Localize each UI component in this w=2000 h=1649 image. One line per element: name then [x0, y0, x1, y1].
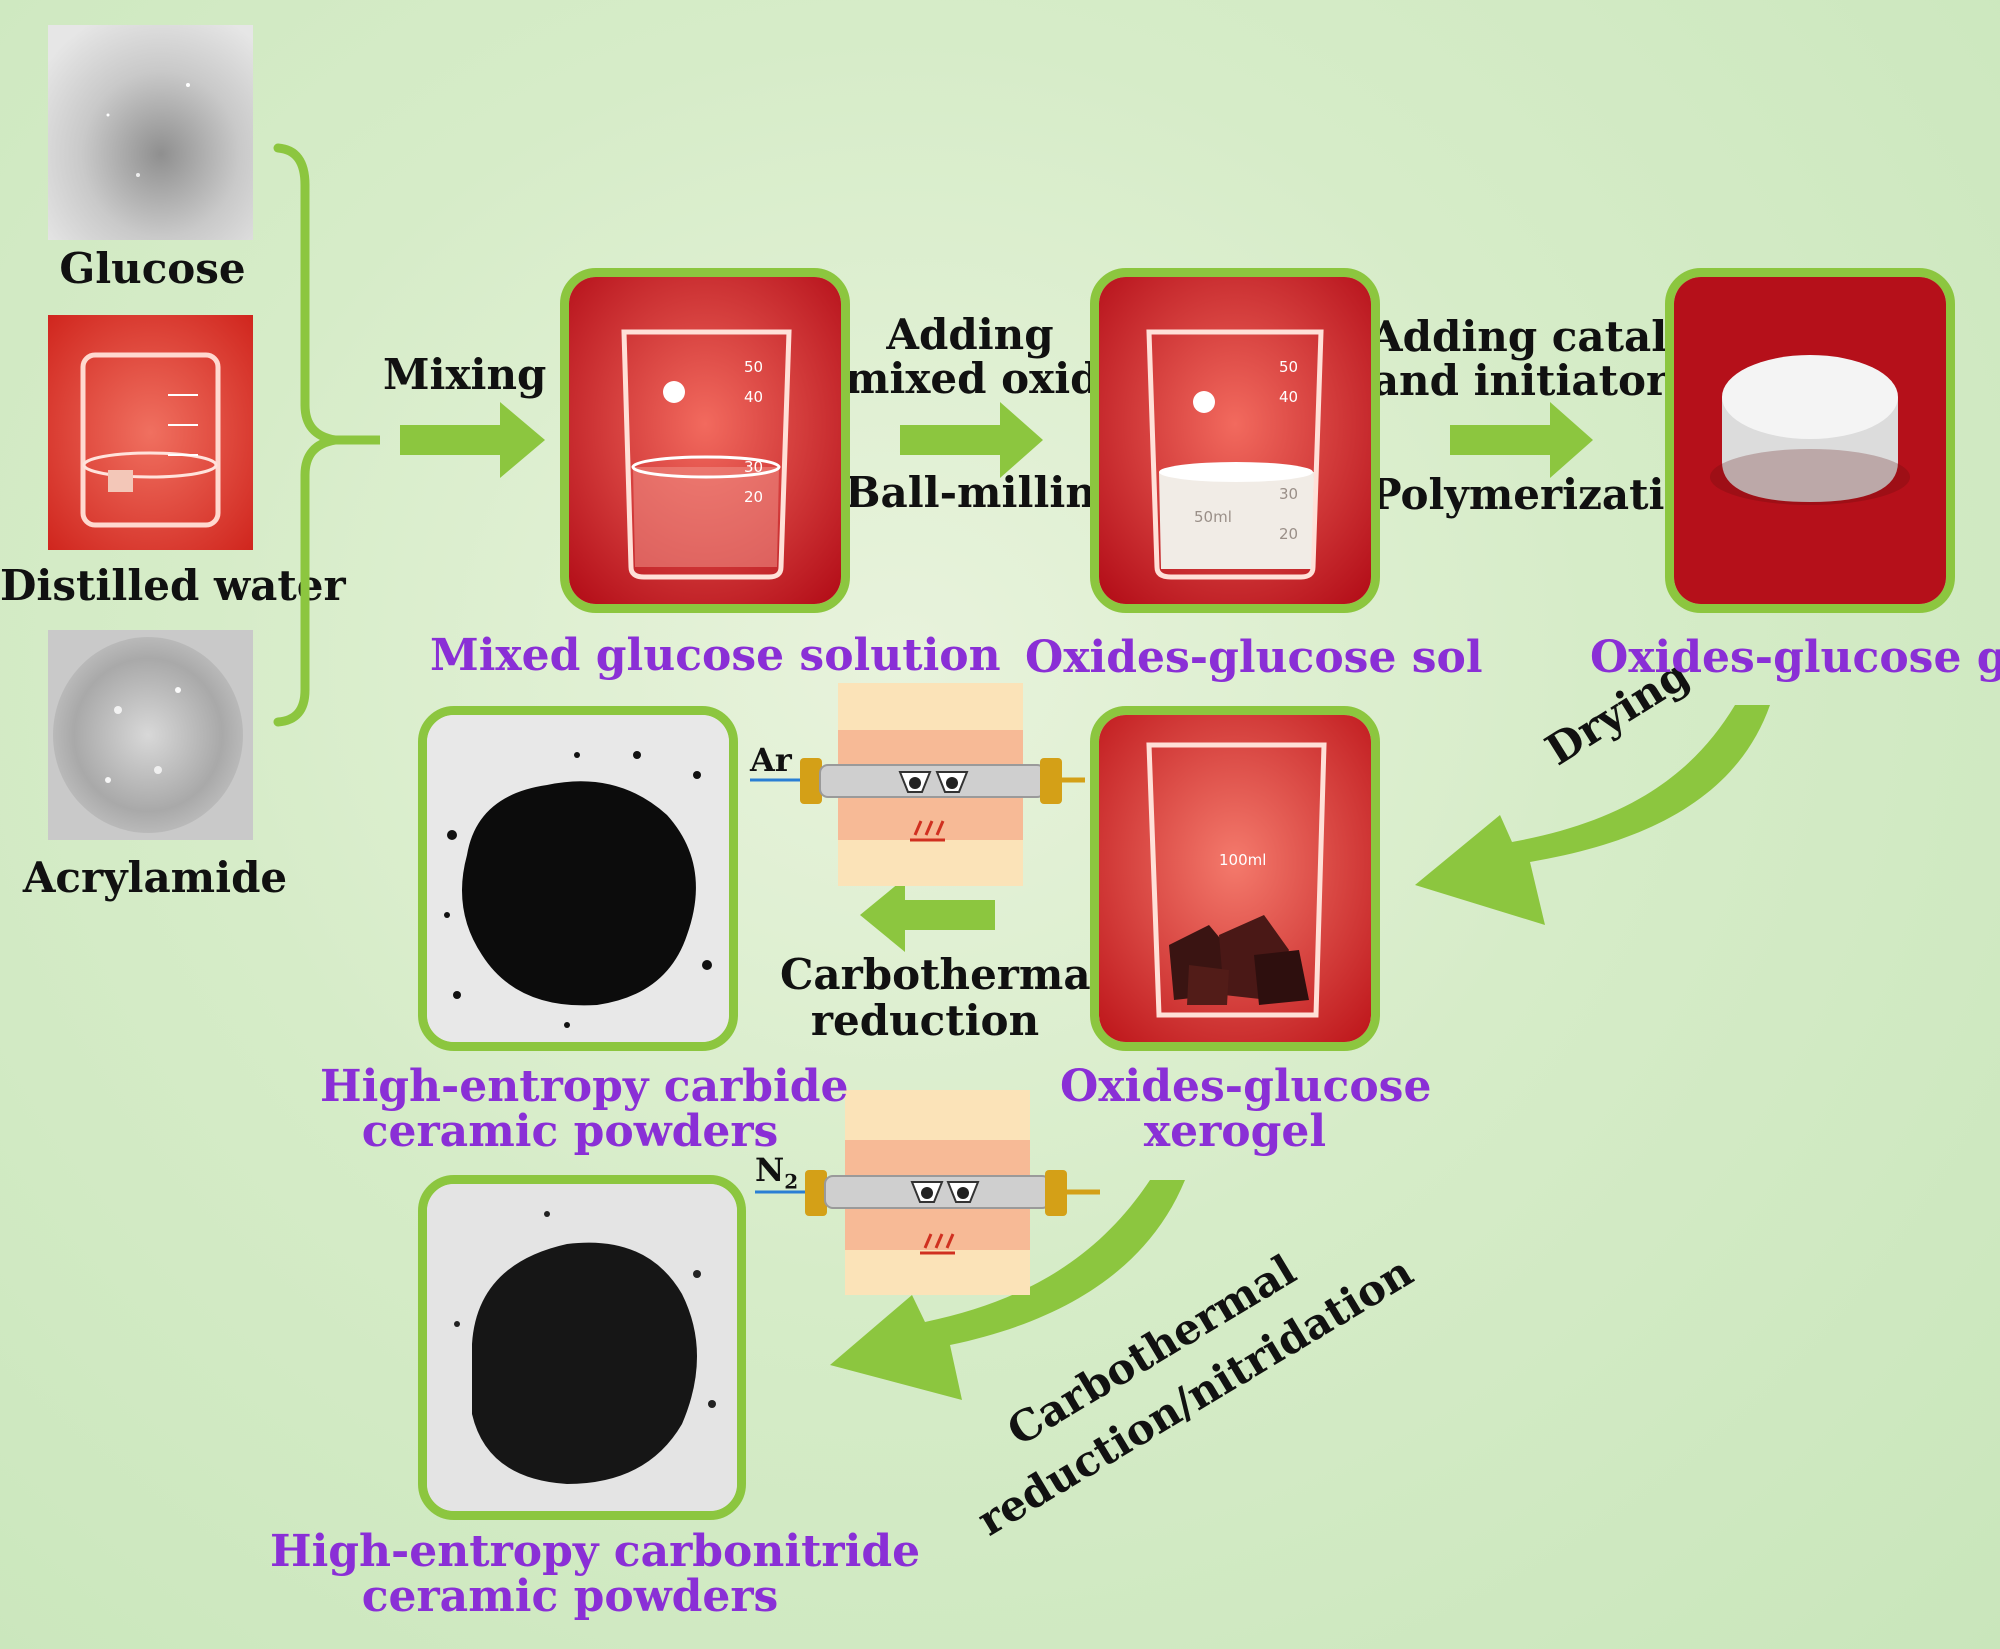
ball-milling-arrow: [900, 402, 1043, 478]
oxides-gel-photo: [1665, 268, 1955, 613]
carbothermal-label-1: Carbothermal: [780, 952, 1070, 998]
sol-mark-50: 50: [1279, 358, 1298, 376]
carbide-label-1: High-entropy carbide: [320, 1063, 820, 1111]
polymerization-label: Polymerization: [1370, 472, 1670, 518]
mark-30: 30: [744, 458, 763, 476]
xerogel-mark-volume: 100ml: [1219, 851, 1266, 869]
mark-40: 40: [744, 388, 763, 406]
ball-milling-label: Ball-milling: [845, 470, 1095, 516]
oxides-sol-label: Oxides-glucose sol: [1025, 634, 1455, 682]
carbide-label-2: ceramic powders: [320, 1108, 820, 1156]
mark-20: 20: [744, 488, 763, 506]
carbide-powder-photo: [418, 706, 738, 1051]
polymerization-arrow: [1450, 402, 1593, 478]
carbonitride-label-1: High-entropy carbonitride: [270, 1528, 870, 1576]
xerogel-label-2: xerogel: [1060, 1108, 1410, 1156]
carbonitride-powder-photo: [418, 1175, 746, 1520]
grouping-brace: [278, 148, 335, 722]
mixing-label: Mixing: [383, 352, 546, 398]
sol-mark-40: 40: [1279, 388, 1298, 406]
catalyst-label-1: Adding catalyst: [1370, 314, 1670, 360]
xerogel-label-1: Oxides-glucose: [1060, 1063, 1410, 1111]
argon-tube-furnace: [750, 683, 1085, 886]
carbothermal-arrow: [860, 878, 995, 952]
adding-oxides-label-1: Adding: [845, 312, 1095, 358]
mixed-solution-photo: 50 40 30 20: [560, 268, 850, 613]
catalyst-label-2: and initiator: [1370, 358, 1670, 404]
sol-mark-volume: 50ml: [1194, 508, 1232, 526]
oxides-gel-label: Oxides-glucose gel: [1590, 634, 2000, 682]
oxides-sol-photo: 50 40 30 20 50ml: [1090, 268, 1380, 613]
mixing-arrow: [400, 402, 545, 478]
mark-50: 50: [744, 358, 763, 376]
sol-mark-30: 30: [1279, 485, 1298, 503]
carbonitride-label-2: ceramic powders: [270, 1573, 870, 1621]
mixed-solution-label: Mixed glucose solution: [430, 632, 970, 680]
argon-label: Ar: [750, 737, 792, 783]
carbothermal-label-2: reduction: [780, 998, 1070, 1044]
sol-mark-20: 20: [1279, 525, 1298, 543]
oxides-xerogel-photo: 100ml: [1090, 706, 1380, 1051]
adding-oxides-label-2: mixed oxides: [845, 356, 1095, 402]
